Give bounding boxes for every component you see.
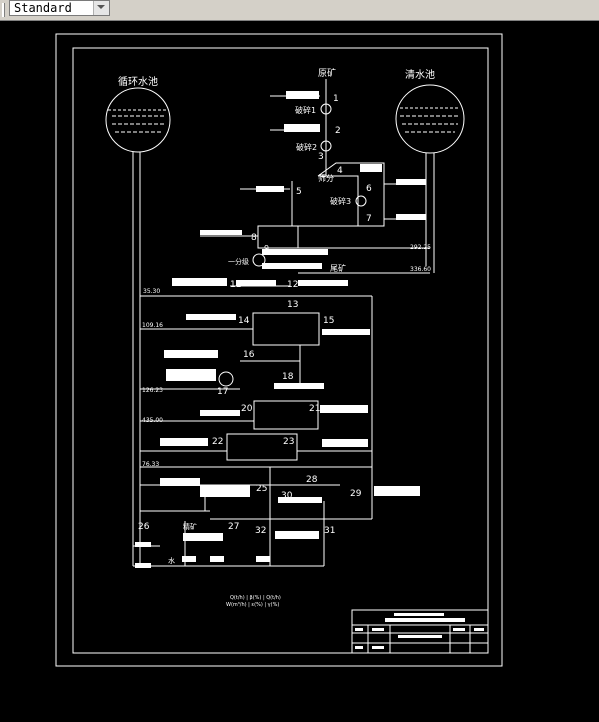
screen-label: 筛分 [318,173,334,183]
node-label: 2 [335,126,341,136]
node-label: 32 [255,526,266,536]
flow-value: 76.33 [142,461,159,468]
node-label: 25 [256,484,267,494]
tailings-label: 尾矿 [330,263,346,273]
left-tank [105,87,171,566]
legend-line-1: Q(t/h) | β(%) | Q(t/h) [230,595,281,601]
crusher-3 [355,195,367,207]
dropdown-button[interactable] [93,1,109,15]
node-label: 6 [366,184,372,194]
node-label: 27 [228,522,239,532]
right-tank [395,84,465,273]
left-tank-label: 循环水池 [118,75,158,88]
node-label: 11 [230,280,241,290]
node-label: 22 [212,437,223,447]
toolbar: Standard [0,0,599,21]
legend-line-2: W(m³/h) | ε(%) | γ(%) [226,602,279,608]
water-label: 水 [168,556,175,565]
node-label: 3 [318,152,324,162]
inner-frame [72,47,489,654]
node-label: 21 [309,404,320,414]
node-label: 5 [296,187,302,197]
flow-value: 109.16 [142,322,163,329]
node-label: 16 [243,350,255,360]
node-label: 28 [306,475,318,485]
node-label: 31 [324,526,335,536]
node-label: 17 [217,387,228,397]
concentrate-label: 精矿 [183,522,197,531]
node-label: 13 [287,300,298,310]
node-label: 23 [283,437,294,447]
crusher-2 [320,140,332,152]
flow-value: 35.30 [143,288,160,295]
node-label: 26 [138,522,150,532]
crusher-1 [320,103,332,115]
drawing-canvas[interactable]: 循环水池 清水池 原矿 破碎1 破碎2 1 2 3 4 筛分 破碎 [0,21,599,722]
node-label: 4 [337,166,343,176]
flow-value: 336.60 [410,266,431,273]
node-label: 1 [333,94,339,104]
chevron-down-icon [97,5,105,9]
text-style-value: Standard [14,1,72,15]
crusher-2-label: 破碎2 [296,142,317,152]
flow-value: 126.23 [142,387,163,394]
node-label: 29 [350,489,362,499]
outer-frame [55,33,503,667]
flowsheet-drawing: 循环水池 清水池 原矿 破碎1 破碎2 1 2 3 4 筛分 破碎 [55,33,503,667]
node-label: 18 [282,372,294,382]
title-block [351,609,489,654]
node-label: 12 [287,280,298,290]
crusher-3-label: 破碎3 [330,196,351,206]
node-label: 14 [238,316,250,326]
node-label: 9 [264,244,269,253]
flow-value: 435.00 [142,417,163,424]
node-label: 15 [323,316,334,326]
node-label: 8 [251,233,257,243]
crusher-1-label: 破碎1 [295,105,316,115]
node-label: 7 [366,214,372,224]
node-label: 20 [241,404,253,414]
raw-ore-label: 原矿 [318,67,336,79]
node-label: 30 [281,491,293,501]
right-tank-label: 清水池 [405,68,435,81]
grip-icon [1,2,7,17]
text-style-select[interactable]: Standard [9,0,110,16]
classifier-label: 一分级 [228,257,249,266]
flow-value: 292.25 [410,244,431,251]
